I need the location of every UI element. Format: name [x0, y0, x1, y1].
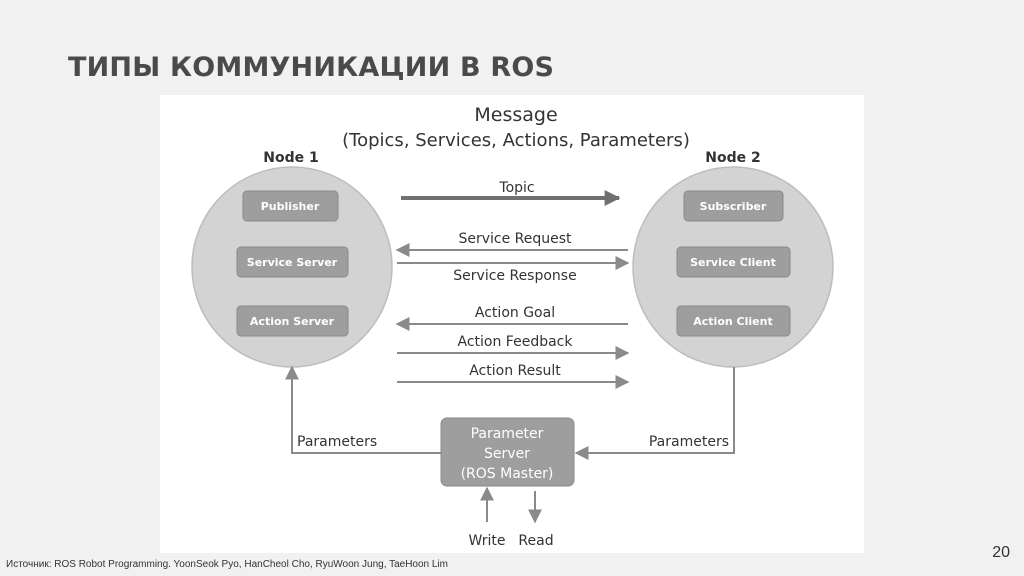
- service-request-label: Service Request: [458, 231, 572, 247]
- slide-title: ТИПЫ КОММУНИКАЦИИ В ROS: [68, 52, 555, 83]
- parameters-left-label: Parameters: [297, 434, 377, 450]
- service-response-label: Service Response: [453, 268, 576, 284]
- subscriber-box: Subscriber: [683, 190, 784, 222]
- service-server-box: Service Server: [236, 246, 349, 278]
- node2-label: Node 2: [705, 150, 760, 166]
- action-result-label: Action Result: [469, 363, 561, 379]
- parameters-left-arrow: [285, 365, 441, 454]
- service-client-box: Service Client: [676, 246, 791, 278]
- source-citation: Источник: ROS Robot Programming. YoonSeo…: [6, 559, 448, 570]
- action-client-box: Action Client: [676, 305, 791, 337]
- publisher-box: Publisher: [242, 190, 339, 222]
- diagram-canvas: Message (Topics, Services, Actions, Para…: [191, 104, 834, 549]
- action-server-label: Action Server: [250, 315, 335, 328]
- publisher-label: Publisher: [261, 200, 320, 213]
- parameters-right-arrow: [574, 367, 735, 460]
- action-feedback-label: Action Feedback: [458, 334, 574, 350]
- node1-label: Node 1: [263, 150, 318, 166]
- action-client-label: Action Client: [693, 315, 772, 328]
- service-server-label: Service Server: [247, 256, 338, 269]
- diagram-heading: Message: [474, 104, 557, 126]
- parameter-server-line1: Parameter: [471, 426, 544, 442]
- parameters-right-label: Parameters: [649, 434, 729, 450]
- subscriber-label: Subscriber: [700, 200, 767, 213]
- action-server-box: Action Server: [236, 305, 349, 337]
- read-label: Read: [518, 533, 553, 549]
- ros-communication-diagram: Message (Topics, Services, Actions, Para…: [160, 95, 864, 553]
- topic-label: Topic: [498, 180, 534, 196]
- parameter-server-line3: (ROS Master): [461, 466, 554, 482]
- page-number: 20: [992, 544, 1010, 561]
- diagram-subheading: (Topics, Services, Actions, Parameters): [342, 130, 690, 151]
- write-label: Write: [469, 533, 506, 549]
- parameter-server-line2: Server: [484, 446, 530, 462]
- action-goal-label: Action Goal: [475, 305, 555, 321]
- service-client-label: Service Client: [690, 256, 776, 269]
